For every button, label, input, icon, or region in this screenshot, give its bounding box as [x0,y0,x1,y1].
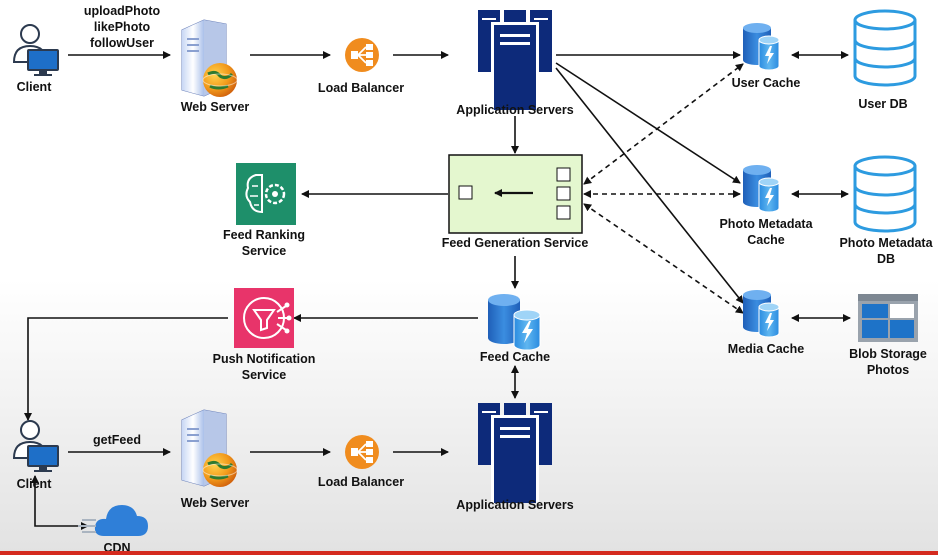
photo-metadata-cache-icon [742,164,780,213]
web-server-label: Web Server [180,100,250,114]
user-cache-icon [742,22,780,71]
media-cache-icon [742,289,780,338]
feed-ranking-service-icon [236,163,296,225]
dashed-feedgen-usercache [583,63,744,185]
load-balancer-icon [344,37,380,73]
media-cache-label: Media Cache [727,342,805,356]
client-label: Client [16,80,52,94]
application-servers-bottom-label: Application Servers [456,498,574,512]
push-notification-label-line1: Push Notification [212,352,316,366]
feed-ranking-service-label-line2: Service [241,244,287,258]
user-db-label: User DB [858,97,908,111]
feed-generation-service-label: Feed Generation Service [441,236,589,250]
arrow-appservers-to-mediacache [555,67,744,304]
feed-generation-service-box [448,154,583,234]
user-cache-label: User Cache [731,76,801,90]
push-notification-label-line2: Service [241,368,287,382]
blob-storage-label-line1: Blob Storage [849,347,927,361]
photo-metadata-db-label-line2: DB [876,252,896,266]
web-server-bottom-icon [180,408,239,489]
user-db-icon [853,9,917,87]
load-balancer-label: Load Balancer [317,81,405,95]
arrow-push-to-client [24,317,228,421]
web-server-icon [180,18,239,99]
load-balancer-bottom-icon [344,434,380,470]
photo-metadata-cache-label-line2: Cache [747,233,785,247]
client-action-follow-user: followUser [90,36,154,50]
feed-cache-icon [488,294,541,351]
load-balancer-bottom-label: Load Balancer [317,475,405,489]
bottom-accent-bar [0,551,938,555]
feed-cache-label: Feed Cache [479,350,551,364]
photo-metadata-db-label-line1: Photo Metadata [839,236,933,250]
application-servers-bottom-icon [478,403,552,503]
arrow-client2-to-cdn [31,475,89,530]
client-action-upload-photo: uploadPhoto [83,4,161,18]
arrow-appservers-to-photocache [555,62,741,184]
connectors [24,51,851,530]
application-servers-label: Application Servers [456,103,574,117]
application-servers-icon [478,10,552,110]
client-icon [13,24,59,77]
blob-storage-label-line2: Photos [866,363,910,377]
photo-metadata-cache-label-line1: Photo Metadata [719,217,813,231]
client-bottom-label: Client [16,477,52,491]
photo-metadata-db-icon [853,155,917,233]
push-notification-service-icon [234,288,294,348]
client-bottom-icon [13,420,59,473]
feed-ranking-service-label-line1: Feed Ranking [223,228,305,242]
blob-storage-icon [858,294,918,342]
cdn-icon [78,505,148,536]
client-action-like-photo: likePhoto [93,20,151,34]
client-action-get-feed: getFeed [93,433,141,447]
web-server-bottom-label: Web Server [180,496,250,510]
